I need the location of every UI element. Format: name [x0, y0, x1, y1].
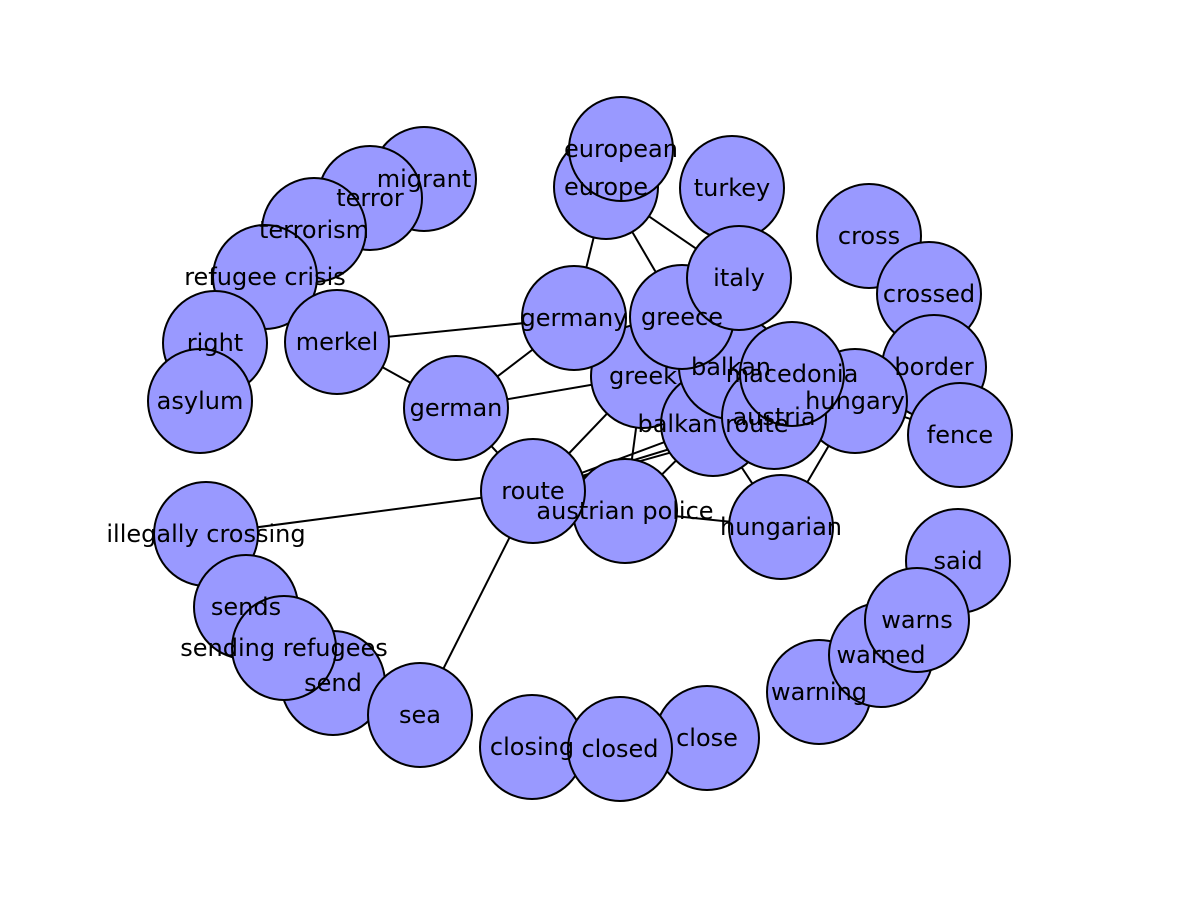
node-label-hungary: hungary: [805, 387, 905, 415]
node-label-asylum: asylum: [157, 387, 244, 415]
node-circle-macedonia: [739, 321, 845, 427]
node-label-sending-refugees: sending refugees: [180, 634, 388, 662]
node-european: [568, 96, 674, 202]
edge-route-illegally-crossing: [205, 490, 534, 535]
node-label-european: european: [564, 135, 678, 163]
node-sea: [367, 662, 473, 768]
node-label-right: right: [187, 329, 243, 357]
node-label-europe: europe: [564, 173, 648, 201]
node-circle-germany: [521, 265, 627, 371]
node-label-italy: italy: [713, 264, 765, 292]
node-label-route: route: [501, 477, 564, 505]
node-label-balkan-route: balkan route: [637, 410, 788, 438]
node-label-sends: sends: [211, 593, 281, 621]
node-label-terrorism: terrorism: [259, 216, 369, 244]
node-label-warns: warns: [881, 606, 953, 634]
node-label-warning: warning: [771, 678, 867, 706]
node-circle-sending-refugees: [231, 595, 337, 701]
node-circle-merkel: [284, 289, 390, 395]
node-route: [480, 438, 586, 544]
node-label-macedonia: macedonia: [726, 360, 859, 388]
node-italy: [686, 225, 792, 331]
node-circle-sea: [367, 662, 473, 768]
node-label-migrant: migrant: [377, 165, 471, 193]
node-hungarian: [728, 474, 834, 580]
node-circle-warns: [864, 567, 970, 673]
node-label-austrian-police: austrian police: [536, 497, 713, 525]
node-label-greek: greek: [609, 362, 677, 390]
node-label-turkey: turkey: [694, 174, 771, 202]
node-label-border: border: [894, 353, 973, 381]
node-label-closing: closing: [490, 733, 574, 761]
node-macedonia: [739, 321, 845, 427]
node-label-said: said: [933, 547, 982, 575]
node-label-refugee-crisis: refugee crisis: [184, 263, 346, 291]
node-label-close: close: [676, 724, 738, 752]
node-label-closed: closed: [581, 735, 658, 763]
node-label-greece: greece: [641, 303, 723, 331]
node-label-terror: terror: [336, 184, 404, 212]
node-circle-italy: [686, 225, 792, 331]
node-label-merkel: merkel: [296, 328, 379, 356]
node-merkel: [284, 289, 390, 395]
node-circle-european: [568, 96, 674, 202]
node-closed: [567, 696, 673, 802]
node-circle-route: [480, 438, 586, 544]
node-label-cross: cross: [838, 222, 900, 250]
node-label-warned: warned: [837, 641, 926, 669]
node-label-austria: austria: [732, 403, 815, 431]
node-fence: [907, 382, 1013, 488]
node-label-hungarian: hungarian: [720, 513, 842, 541]
node-circle-fence: [907, 382, 1013, 488]
node-circle-asylum: [147, 348, 253, 454]
node-circle-hungarian: [728, 474, 834, 580]
node-circle-closed: [567, 696, 673, 802]
node-label-send: send: [304, 669, 362, 697]
node-label-germany: germany: [521, 304, 628, 332]
node-asylum: [147, 348, 253, 454]
node-warns: [864, 567, 970, 673]
node-sending-refugees: [231, 595, 337, 701]
node-circle-german: [403, 355, 509, 461]
node-label-illegally-crossing: illegally crossing: [106, 520, 305, 548]
node-german: [403, 355, 509, 461]
node-germany: [521, 265, 627, 371]
node-label-sea: sea: [399, 701, 441, 729]
node-label-crossed: crossed: [883, 280, 975, 308]
node-label-balkan: balkan: [691, 353, 771, 381]
node-label-fence: fence: [927, 421, 993, 449]
node-label-german: german: [410, 394, 503, 422]
